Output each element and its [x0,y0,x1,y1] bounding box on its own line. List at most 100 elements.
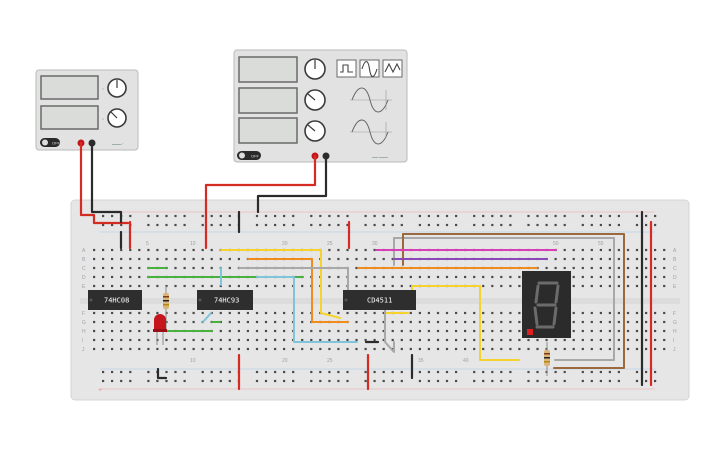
breadboard-hole[interactable] [210,370,213,374]
breadboard-hole[interactable] [572,347,575,351]
breadboard-hole[interactable] [527,347,530,351]
breadboard-hole[interactable] [328,370,331,374]
breadboard-hole[interactable] [654,311,657,315]
breadboard-hole[interactable] [654,214,657,218]
breadboard-hole[interactable] [138,338,141,342]
breadboard-hole[interactable] [255,347,259,351]
breadboard-hole[interactable] [473,347,476,351]
breadboard-hole[interactable] [445,311,449,315]
breadboard-hole[interactable] [500,284,503,288]
breadboard-hole[interactable] [635,347,639,351]
breadboard-hole[interactable] [482,329,485,333]
breadboard-hole[interactable] [391,379,394,383]
breadboard-hole[interactable] [608,257,611,261]
breadboard-hole[interactable] [201,257,204,261]
breadboard-hole[interactable] [445,214,449,218]
breadboard-hole[interactable] [482,320,485,324]
breadboard-hole[interactable] [491,275,494,279]
breadboard-hole[interactable] [400,329,403,333]
breadboard-hole[interactable] [545,379,548,383]
breadboard-hole[interactable] [626,275,630,279]
breadboard-hole[interactable] [364,214,367,218]
breadboard-hole[interactable] [590,214,593,218]
breadboard-hole[interactable] [382,379,385,383]
breadboard-hole[interactable] [617,284,620,288]
breadboard-hole[interactable] [599,370,602,374]
breadboard-hole[interactable] [455,379,458,383]
breadboard-hole[interactable] [373,347,376,351]
breadboard-hole[interactable] [626,284,630,288]
breadboard-hole[interactable] [355,329,358,333]
breadboard-hole[interactable] [102,329,105,333]
breadboard-hole[interactable] [500,370,503,374]
breadboard-hole[interactable] [129,347,132,351]
breadboard-hole[interactable] [509,370,512,374]
breadboard-hole[interactable] [445,320,449,324]
breadboard-hole[interactable] [391,257,394,261]
breadboard-hole[interactable] [129,248,132,252]
breadboard-hole[interactable] [518,311,521,315]
breadboard-hole[interactable] [246,338,249,342]
breadboard-hole[interactable] [473,370,476,374]
breadboard-hole[interactable] [210,379,213,383]
breadboard-hole[interactable] [228,329,231,333]
breadboard-hole[interactable] [436,379,440,383]
breadboard-hole[interactable] [581,370,584,374]
breadboard-hole[interactable] [346,223,349,227]
breadboard-hole[interactable] [301,329,304,333]
breadboard-hole[interactable] [120,266,123,270]
breadboard-hole[interactable] [228,347,231,351]
breadboard-hole[interactable] [455,338,458,342]
breadboard-hole[interactable] [599,320,602,324]
breadboard-hole[interactable] [635,379,639,383]
breadboard-hole[interactable] [120,370,123,374]
breadboard-hole[interactable] [518,320,521,324]
breadboard-hole[interactable] [427,311,430,315]
breadboard-hole[interactable] [210,257,213,261]
breadboard-hole[interactable] [418,320,421,324]
breadboard-hole[interactable] [427,329,430,333]
breadboard-hole[interactable] [174,370,177,374]
breadboard-hole[interactable] [337,284,340,288]
breadboard-hole[interactable] [590,379,593,383]
breadboard-hole[interactable] [129,257,132,261]
breadboard-hole[interactable] [219,347,222,351]
breadboard-hole[interactable] [129,329,132,333]
breadboard-hole[interactable] [581,257,584,261]
breadboard-hole[interactable] [111,370,114,374]
breadboard-hole[interactable] [156,248,159,252]
breadboard-hole[interactable] [635,248,639,252]
breadboard-hole[interactable] [500,329,503,333]
breadboard-hole[interactable] [400,275,403,279]
breadboard-hole[interactable] [147,347,150,351]
breadboard-hole[interactable] [120,284,123,288]
breadboard-hole[interactable] [572,329,575,333]
breadboard-hole[interactable] [391,214,394,218]
breadboard-hole[interactable] [409,347,412,351]
breadboard-hole[interactable] [464,275,467,279]
breadboard-hole[interactable] [210,338,213,342]
breadboard-hole[interactable] [563,223,566,227]
breadboard-hole[interactable] [608,320,611,324]
breadboard-hole[interactable] [346,329,349,333]
breadboard-hole[interactable] [183,347,186,351]
breadboard-hole[interactable] [599,248,602,252]
breadboard-hole[interactable] [346,370,349,374]
breadboard-hole[interactable] [418,214,421,218]
breadboard-hole[interactable] [654,347,657,351]
breadboard-hole[interactable] [364,311,367,315]
breadboard-hole[interactable] [500,379,503,383]
breadboard-hole[interactable] [409,338,412,342]
breadboard-hole[interactable] [364,223,367,227]
breadboard-hole[interactable] [192,338,195,342]
breadboard-hole[interactable] [391,223,394,227]
breadboard-hole[interactable] [174,284,177,288]
breadboard-hole[interactable] [654,266,657,270]
breadboard-hole[interactable] [355,311,358,315]
breadboard-hole[interactable] [473,338,476,342]
breadboard-hole[interactable] [174,379,177,383]
breadboard-hole[interactable] [210,347,213,351]
breadboard-hole[interactable] [599,347,602,351]
breadboard-hole[interactable] [554,379,557,383]
